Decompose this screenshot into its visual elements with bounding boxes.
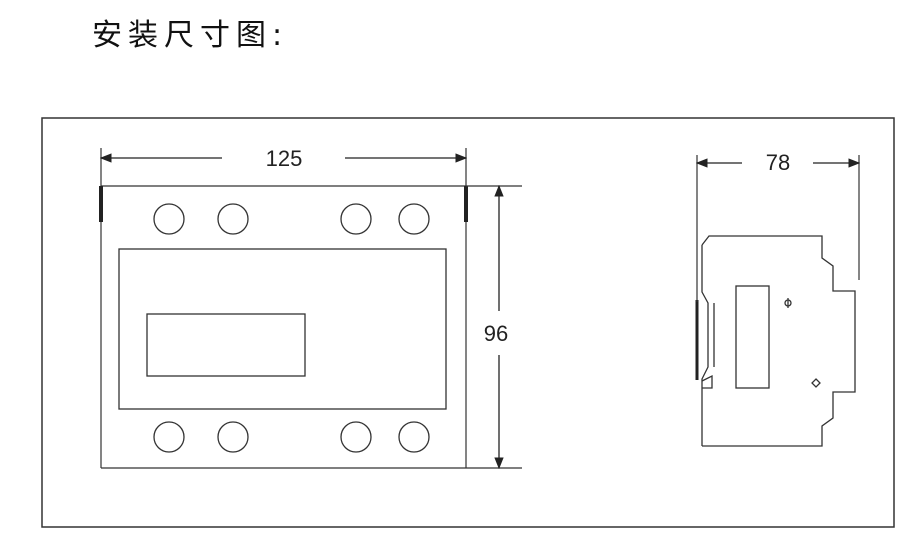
terminal-screw-row-top <box>153 203 430 235</box>
lcd-window <box>146 313 306 377</box>
drawing-frame <box>41 117 895 528</box>
terminal-screw-row-bottom <box>153 421 430 453</box>
width-dimension: 125 <box>99 146 468 171</box>
side-view <box>695 235 856 447</box>
page-title: 安装尺寸图: <box>92 18 289 53</box>
depth-dimension-label: 78 <box>766 150 790 175</box>
height-dimension-label: 96 <box>484 321 508 346</box>
front-view <box>99 148 468 469</box>
side-window-slot <box>735 285 770 389</box>
depth-dimension: 78 <box>695 150 861 302</box>
display-panel <box>118 248 447 410</box>
height-dimension: 96 <box>466 184 522 470</box>
width-dimension-label: 125 <box>266 146 303 171</box>
